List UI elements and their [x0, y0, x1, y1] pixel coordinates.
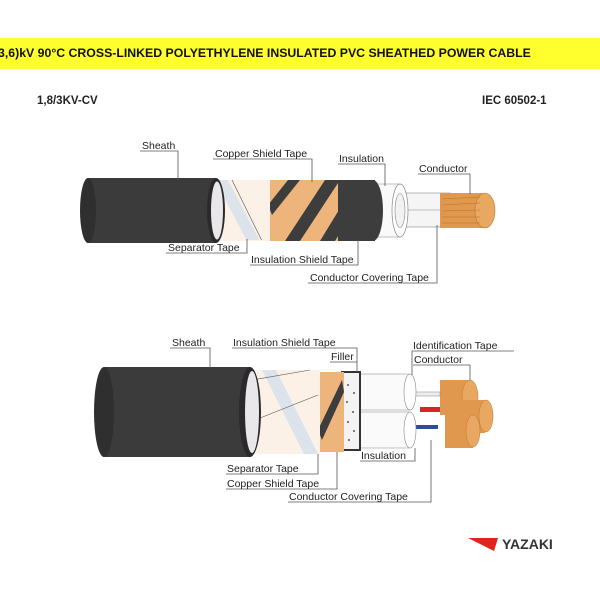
label-identification-tape: Identification Tape: [413, 340, 498, 352]
conductors: [440, 379, 494, 448]
label-separator-tape-3c: Separator Tape: [227, 463, 299, 475]
title: 3,6)kV 90°C CROSS-LINKED POLYETHYLENE IN…: [0, 46, 531, 60]
label-separator-tape: Separator Tape: [168, 242, 240, 254]
label-sheath-3c: Sheath: [172, 337, 205, 349]
filler: [341, 371, 361, 451]
copper-shield-tape: [318, 372, 344, 452]
model-label: 1,8/3KV-CV: [37, 95, 98, 107]
copper-shield-tape: [268, 180, 345, 241]
label-insulation: Insulation: [339, 153, 384, 165]
three-core-leaders: [170, 347, 514, 503]
logo-text: YAZAKI: [502, 536, 553, 552]
label-conductor-covering-tape: Conductor Covering Tape: [310, 272, 429, 284]
label-filler: Filler: [331, 351, 354, 363]
label-sheath: Sheath: [142, 140, 175, 152]
label-conductor-3c: Conductor: [414, 354, 463, 366]
logo-mark-icon: [468, 538, 498, 551]
label-insulation-3c: Insulation: [361, 450, 406, 462]
label-insulation-shield-tape: Insulation Shield Tape: [251, 254, 354, 266]
label-copper-shield-tape-3c: Copper Shield Tape: [227, 478, 319, 490]
sheath: [80, 178, 225, 243]
separator-tape: [250, 369, 320, 454]
yazaki-logo: YAZAKI: [468, 536, 553, 552]
label-copper-shield-tape: Copper Shield Tape: [215, 148, 307, 160]
single-core-cable: [80, 178, 496, 243]
single-core-leaders: [140, 150, 471, 284]
conductor: [440, 192, 496, 229]
label-insulation-shield-tape-3c: Insulation Shield Tape: [233, 337, 336, 349]
standard-label: IEC 60502-1: [482, 95, 547, 107]
three-core-cable: [94, 367, 494, 457]
label-conductor-covering-tape-3c: Conductor Covering Tape: [289, 491, 408, 503]
title-banner: 3,6)kV 90°C CROSS-LINKED POLYETHYLENE IN…: [0, 38, 600, 69]
label-conductor: Conductor: [419, 163, 468, 175]
sheath: [94, 367, 261, 457]
cores: [354, 373, 417, 449]
